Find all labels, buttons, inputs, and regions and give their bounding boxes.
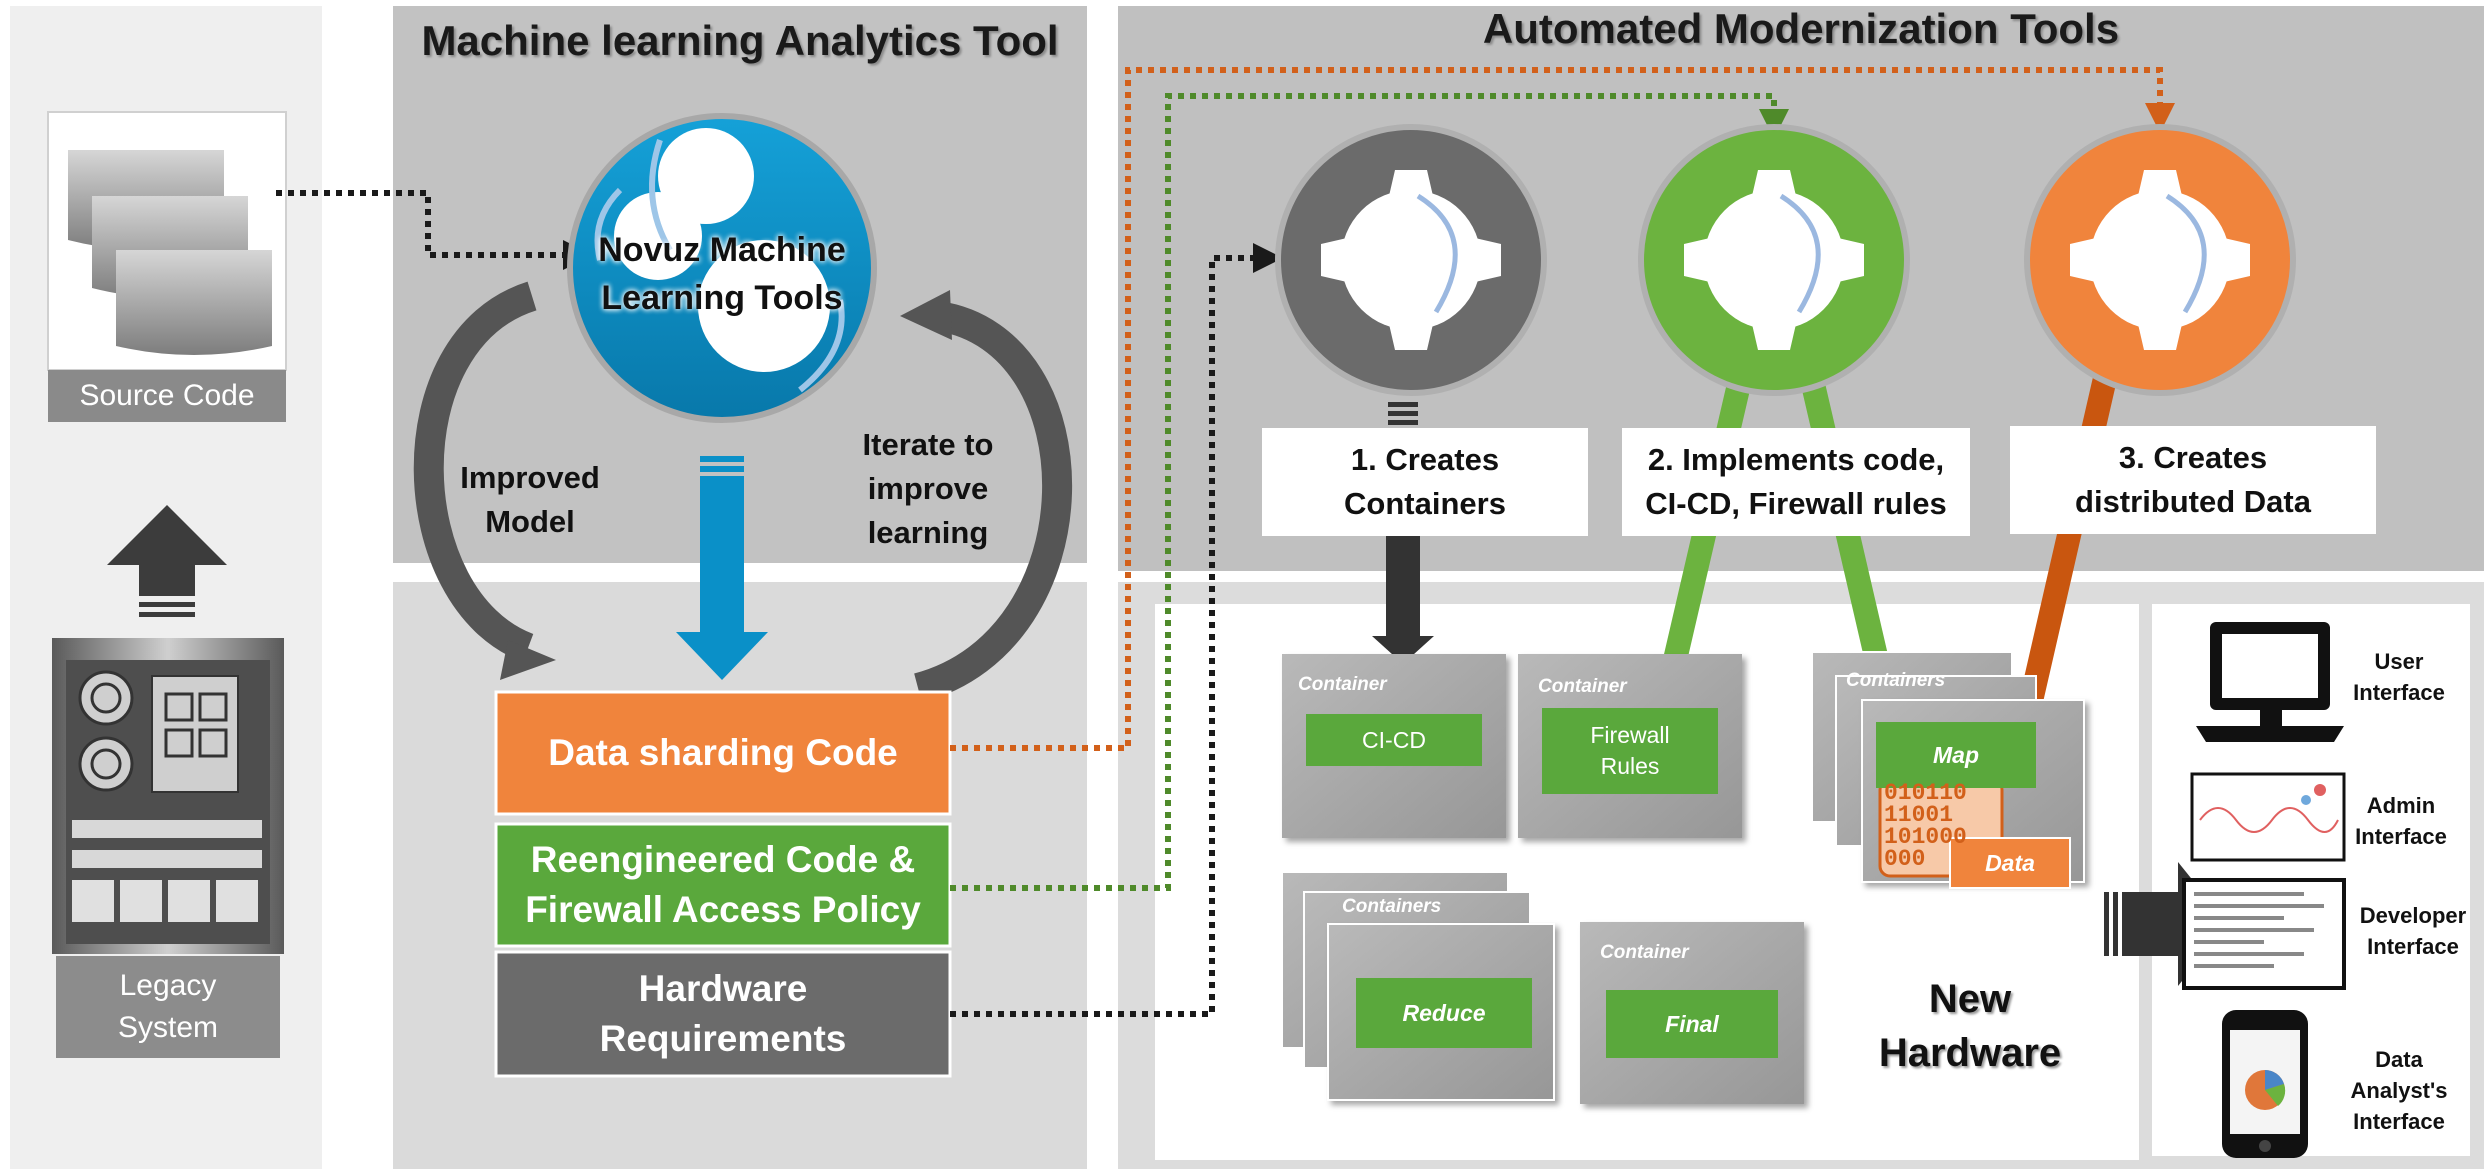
source-code-icon bbox=[47, 111, 287, 422]
terminal-icon bbox=[2182, 878, 2346, 990]
firewall-container-label: Firewall Rules bbox=[1542, 708, 1718, 794]
iterate-label: Iterate to improve learning bbox=[862, 427, 994, 550]
binary-text: 010110 11001 101000 000 bbox=[1884, 780, 2002, 872]
final-container-label: Final bbox=[1606, 990, 1778, 1058]
gear-data-icon bbox=[2024, 124, 2296, 396]
step-2-label: 2. Implements code, CI-CD, Firewall rule… bbox=[1622, 428, 1970, 536]
reengineered-connector bbox=[950, 93, 1789, 891]
analyst-interface-label: Data Analyst's Interface bbox=[2350, 1047, 2448, 1134]
ml-down-arrow bbox=[676, 456, 768, 680]
reduce-container-caption: Containers bbox=[1342, 896, 1442, 917]
ml-circle-label: Novuz Machine Learning Tools bbox=[598, 231, 846, 317]
final-container-caption: Container bbox=[1600, 942, 1689, 963]
reduce-container-label: Reduce bbox=[1356, 978, 1532, 1048]
map-container-caption: Containers bbox=[1846, 670, 1946, 691]
source-to-ml-connector bbox=[276, 190, 593, 270]
reengineered-code-box bbox=[494, 822, 952, 948]
data-badge bbox=[1949, 837, 2071, 889]
binary-line: 11001 bbox=[1884, 802, 1954, 828]
data-sharding-label: Data sharding Code bbox=[548, 732, 898, 773]
improved-model-arrowhead bbox=[500, 640, 556, 680]
cicd-container-caption: Container bbox=[1298, 674, 1387, 695]
admin-interface-label: Admin Interface bbox=[2355, 793, 2447, 849]
map-container-label: Map bbox=[1876, 722, 2036, 788]
hardware-connector bbox=[950, 243, 1283, 1017]
improved-model-arrow bbox=[413, 281, 538, 663]
dashboard-icon bbox=[2190, 772, 2346, 862]
new-hardware-label: New Hardware bbox=[1878, 977, 2062, 1075]
gear-containers-icon bbox=[1275, 124, 1547, 396]
monitor-icon bbox=[2196, 622, 2344, 742]
improved-model-label: Improved Model bbox=[460, 460, 600, 539]
ml-tool-title: Machine learning Analytics Tool bbox=[421, 17, 1059, 64]
modernization-title: Automated Modernization Tools bbox=[1482, 5, 2120, 52]
data-sharding-connector bbox=[950, 67, 2175, 751]
binary-line: 101000 bbox=[1884, 824, 1967, 850]
step-3-label: 3. Creates distributed Data bbox=[2010, 426, 2376, 534]
gear-code-icon bbox=[1638, 124, 1910, 396]
firewall-container-caption: Container bbox=[1538, 676, 1627, 697]
binary-line: 010110 bbox=[1884, 780, 1967, 806]
hardware-requirements-box bbox=[494, 950, 952, 1078]
legacy-system-label: Legacy System bbox=[117, 969, 219, 1044]
source-code-label: Source Code bbox=[79, 379, 255, 412]
iterate-arrowhead bbox=[900, 290, 952, 340]
data-sharding-box bbox=[494, 690, 952, 816]
step-1-label: 1. Creates Containers bbox=[1262, 428, 1588, 536]
binary-line: 000 bbox=[1884, 846, 1926, 872]
ml-tool-icon bbox=[567, 113, 877, 423]
phone-icon bbox=[2222, 1010, 2308, 1158]
data-badge-label: Data bbox=[1985, 849, 2035, 876]
up-arrow-icon bbox=[107, 505, 227, 617]
step1-arrow bbox=[1372, 402, 1434, 664]
cicd-container-label: CI-CD bbox=[1306, 714, 1482, 766]
reengineered-code-label: Reengineered Code & Firewall Access Poli… bbox=[525, 839, 921, 930]
user-interface-label: User Interface bbox=[2353, 649, 2445, 705]
iterate-arrow bbox=[913, 301, 1072, 703]
legacy-system-icon bbox=[52, 638, 284, 1058]
hardware-requirements-label: Hardware Requirements bbox=[599, 968, 847, 1059]
developer-interface-label: Developer Interface bbox=[2359, 903, 2467, 959]
